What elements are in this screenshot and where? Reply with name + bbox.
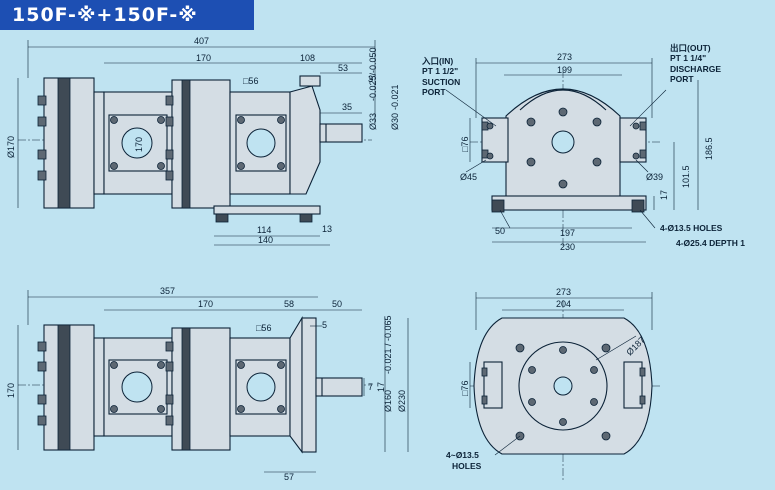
dimension-lines [469,292,653,456]
dim-50: 50 [495,226,505,236]
discharge-port-block [623,361,643,409]
title-banner: 150F-※+150F-※ [0,0,254,30]
dim-204: 204 [556,299,571,309]
dim-230: 230 [560,242,575,252]
dim-13: 13 [322,224,332,234]
outlet-label: 出口(OUT) [670,43,711,53]
mounting-foot [213,205,321,215]
dim-407: 407 [194,36,209,46]
dim-273: 273 [556,287,571,297]
middle-body [171,79,231,209]
dim-170-vertical: 170 [134,137,144,152]
holes-label-1: 4-Ø13.5 HOLES [660,223,723,233]
dim-101-5: 101.5 [681,165,691,188]
dim-160-tol: -0.021 / -0.065 [383,315,393,374]
top-end-view: 273 199 入口(IN) PT 1 1/2" SUCTION PORT 出口… [421,43,745,252]
dim-56: □56 [256,323,271,333]
bottom-end-view: 273 204 Ø187 □76 4~Ø13.5 HOLES [446,287,660,480]
base-plate [491,195,647,211]
dim-35: 35 [342,102,352,112]
dim-45: Ø45 [460,172,477,182]
pilot-circle [518,341,608,431]
holes-label-1: 4~Ø13.5 [446,450,479,460]
middle-body [171,327,231,451]
dim-230: Ø230 [397,390,407,412]
flange-band [57,77,71,209]
port-circle-2 [246,128,276,158]
flange-bolts [37,341,47,426]
dim-197: 197 [560,228,575,238]
holes-label-2: HOLES [452,461,482,471]
dim-357: 357 [160,286,175,296]
discharge-label-1: DISCHARGE [670,64,721,74]
dim-30: Ø30 [390,113,400,130]
mount-bracket [289,85,321,195]
dimension-lines [445,58,699,243]
dim-76: □76 [460,381,470,396]
dim-76: □76 [460,137,470,152]
top-side-view: 407 170 108 53 3 □56 35 Ø33 -0.025/-0.05… [6,36,400,246]
port-circle-1 [121,127,153,159]
dim-17: 17 [659,190,669,200]
body-bolts [165,95,174,181]
dimension-lines [17,40,376,246]
shaft-bore [551,130,575,154]
dim-273: 273 [557,52,572,62]
mount-flange [301,317,317,453]
dim-53: 53 [338,63,348,73]
dim-140: 140 [258,235,273,245]
title-text: 150F-※+150F-※ [12,4,198,26]
dim-114: 114 [257,225,271,235]
dim-30-tol: -0.021 [390,84,400,110]
dim-170-vertical: 170 [6,383,16,398]
dim-7: 7 [368,382,373,392]
shaft-bore [553,376,573,396]
dim-5: 5 [322,320,327,330]
dim-39: Ø39 [646,172,663,182]
dim-199: 199 [557,65,572,75]
suction-label-1: SUCTION [422,77,460,87]
dim-57: 57 [284,472,294,482]
drive-shaft [319,123,363,143]
dim-160: Ø160 [383,390,393,412]
outlet-pt-label: PT 1 1/4" [670,53,706,63]
dim-50: 50 [332,299,342,309]
dimension-lines [17,290,409,473]
discharge-label-2: PORT [670,74,694,84]
flange-bolts [37,95,47,181]
dim-33: Ø33 [368,113,378,130]
dim-56: □56 [243,76,258,86]
inlet-label: 入口(IN) [421,56,453,66]
dim-170: 170 [196,53,211,63]
drive-shaft [315,377,363,397]
dim-186-5: 186.5 [704,137,714,160]
dim-3: 3 [368,74,373,84]
holes-label-2: 4-Ø25.4 DEPTH 1 [676,238,745,248]
inlet-pt-label: PT 1 1/2" [422,66,458,76]
dim-dia-170: Ø170 [6,136,16,158]
body-bolts [165,341,174,426]
dim-108: 108 [300,53,315,63]
dim-17: 17 [376,382,386,392]
dim-33-tol: -0.025/-0.050 [368,47,378,101]
bottom-side-view: 357 170 58 50 □56 5 170 7 17 Ø160 -0.021… [6,286,409,482]
dim-58: 58 [284,299,294,309]
dim-170: 170 [198,299,213,309]
suction-label-2: PORT [422,87,446,97]
suction-port-block [483,361,503,409]
